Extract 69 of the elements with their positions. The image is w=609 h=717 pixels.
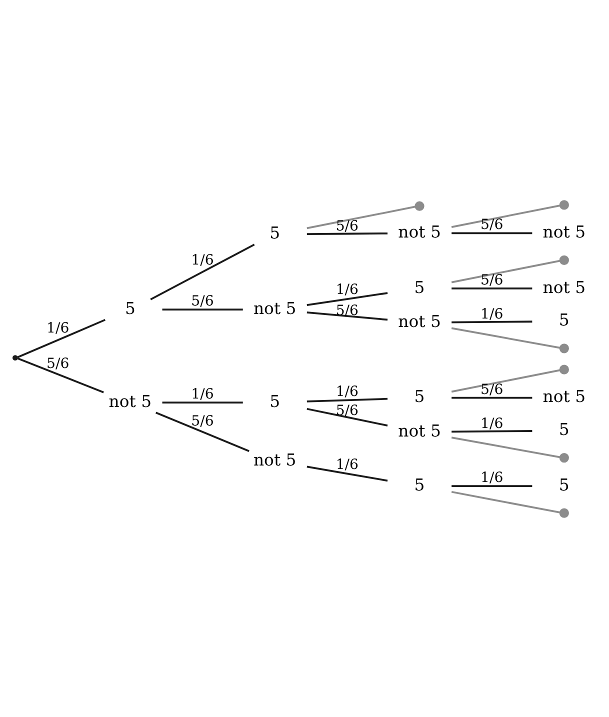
edge-label: 1/6 [191,386,214,402]
node-cross [414,200,424,210]
connector [17,318,106,358]
node-text: 5 [558,474,570,494]
node-cross [559,200,569,210]
edge-label: 5/6 [191,293,214,310]
node-cross [559,508,569,518]
edge-label: 5/6 [480,272,504,288]
edge-label: 1/6 [480,470,504,486]
connector [451,368,560,392]
edge-label: 1/6 [336,281,359,298]
connector [306,232,388,235]
edge-label: 5/6 [480,216,504,233]
connector [150,243,255,300]
connector [451,326,560,348]
connector [452,396,532,398]
connector [452,287,532,289]
node-text: not 5 [398,222,441,242]
connector [306,407,388,426]
node-text: not 5 [253,450,296,470]
connector [451,259,560,283]
edge-label: 1/6 [46,320,70,336]
edge-label: 5/6 [480,381,504,398]
node-text: 5 [414,474,425,494]
connector [451,490,560,513]
edge-label: 1/6 [336,384,359,400]
connector [452,320,532,323]
connector [156,411,250,452]
edge-label: 5/6 [336,402,359,418]
connector [17,356,104,393]
node-cross [559,364,569,374]
node-text: not 5 [398,420,441,440]
node-text: not 5 [398,311,441,330]
connector [452,430,532,432]
edge-label: 1/6 [191,252,214,268]
node-text: not 5 [253,298,296,318]
node-text: 5 [558,310,570,330]
connector [162,308,243,310]
node-text: not 5 [542,277,586,296]
connector [451,204,560,228]
edge-label: 5/6 [46,355,70,372]
edge-label: 5/6 [191,413,214,430]
connector [306,205,416,229]
connector [451,436,560,458]
connector [306,397,388,402]
edge-label: 5/6 [336,218,359,234]
edge-label: 5/6 [336,302,359,319]
node-text: 5 [414,386,425,406]
connector [306,292,388,306]
node-cross [559,452,569,462]
connector [162,401,243,403]
node-text: 5 [124,298,136,318]
connector [306,465,388,482]
node-text: not 5 [108,391,152,410]
edge-label: 1/6 [336,456,359,473]
node-text: 5 [270,223,280,242]
connector [452,232,532,234]
node-cross [559,343,569,353]
node-text: 5 [558,420,570,439]
node-text: not 5 [542,386,586,406]
connector [306,310,388,320]
edge-label: 1/6 [480,415,504,432]
node-text: 5 [414,277,425,296]
connector [452,484,532,486]
node-cross [559,254,569,265]
node-text: not 5 [542,222,586,242]
node-point [12,354,18,360]
node-text: 5 [270,391,280,410]
edge-label: 1/6 [480,306,504,322]
